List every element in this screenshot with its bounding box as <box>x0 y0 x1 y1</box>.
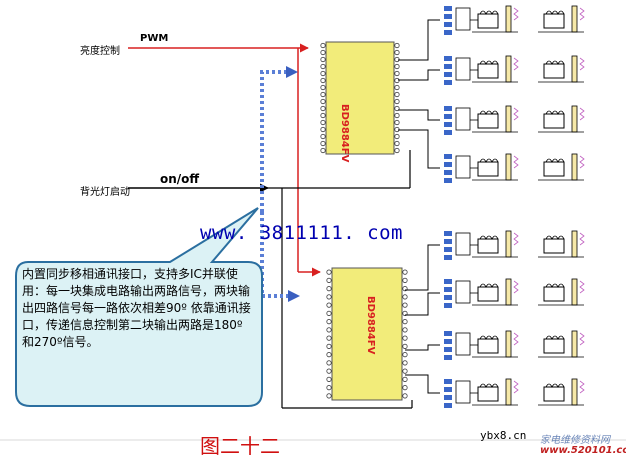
pwm-label: PWM <box>140 33 169 44</box>
output-stage <box>398 105 585 135</box>
output-stage <box>405 374 585 408</box>
chip-2 <box>326 267 408 401</box>
output-stage <box>405 278 585 316</box>
backlight-start-label: 背光灯启动 <box>80 187 130 198</box>
watermark-site1: ybx8.cn <box>480 429 527 442</box>
output-stage <box>398 55 585 85</box>
callout-bubble <box>15 207 263 407</box>
output-stage <box>405 230 585 291</box>
chip-1-label: BD9884FV <box>339 104 350 163</box>
output-stages <box>398 5 585 408</box>
output-stage <box>398 129 585 183</box>
watermark-site2-cn: 家电维修资料网 <box>540 435 610 446</box>
brightness-control-label: 亮度控制 <box>80 46 120 57</box>
pwm-signal-line <box>128 43 321 277</box>
website-text: www. 3811111. com <box>200 222 403 244</box>
output-stage <box>398 5 585 61</box>
sync-communication-line <box>260 66 300 302</box>
watermark-site2-url: www.520101.com <box>540 445 626 456</box>
onoff-label: on/off <box>160 172 200 186</box>
output-stage <box>405 330 585 360</box>
callout-text: 内置同步移相通讯接口，支持多IC并联使用：每一块集成电路输出两路信号，两块输出四… <box>22 267 251 349</box>
figure-title: 图二十二 <box>200 434 280 458</box>
chip-1 <box>320 41 400 155</box>
chip-2-label: BD9884FV <box>365 296 376 355</box>
